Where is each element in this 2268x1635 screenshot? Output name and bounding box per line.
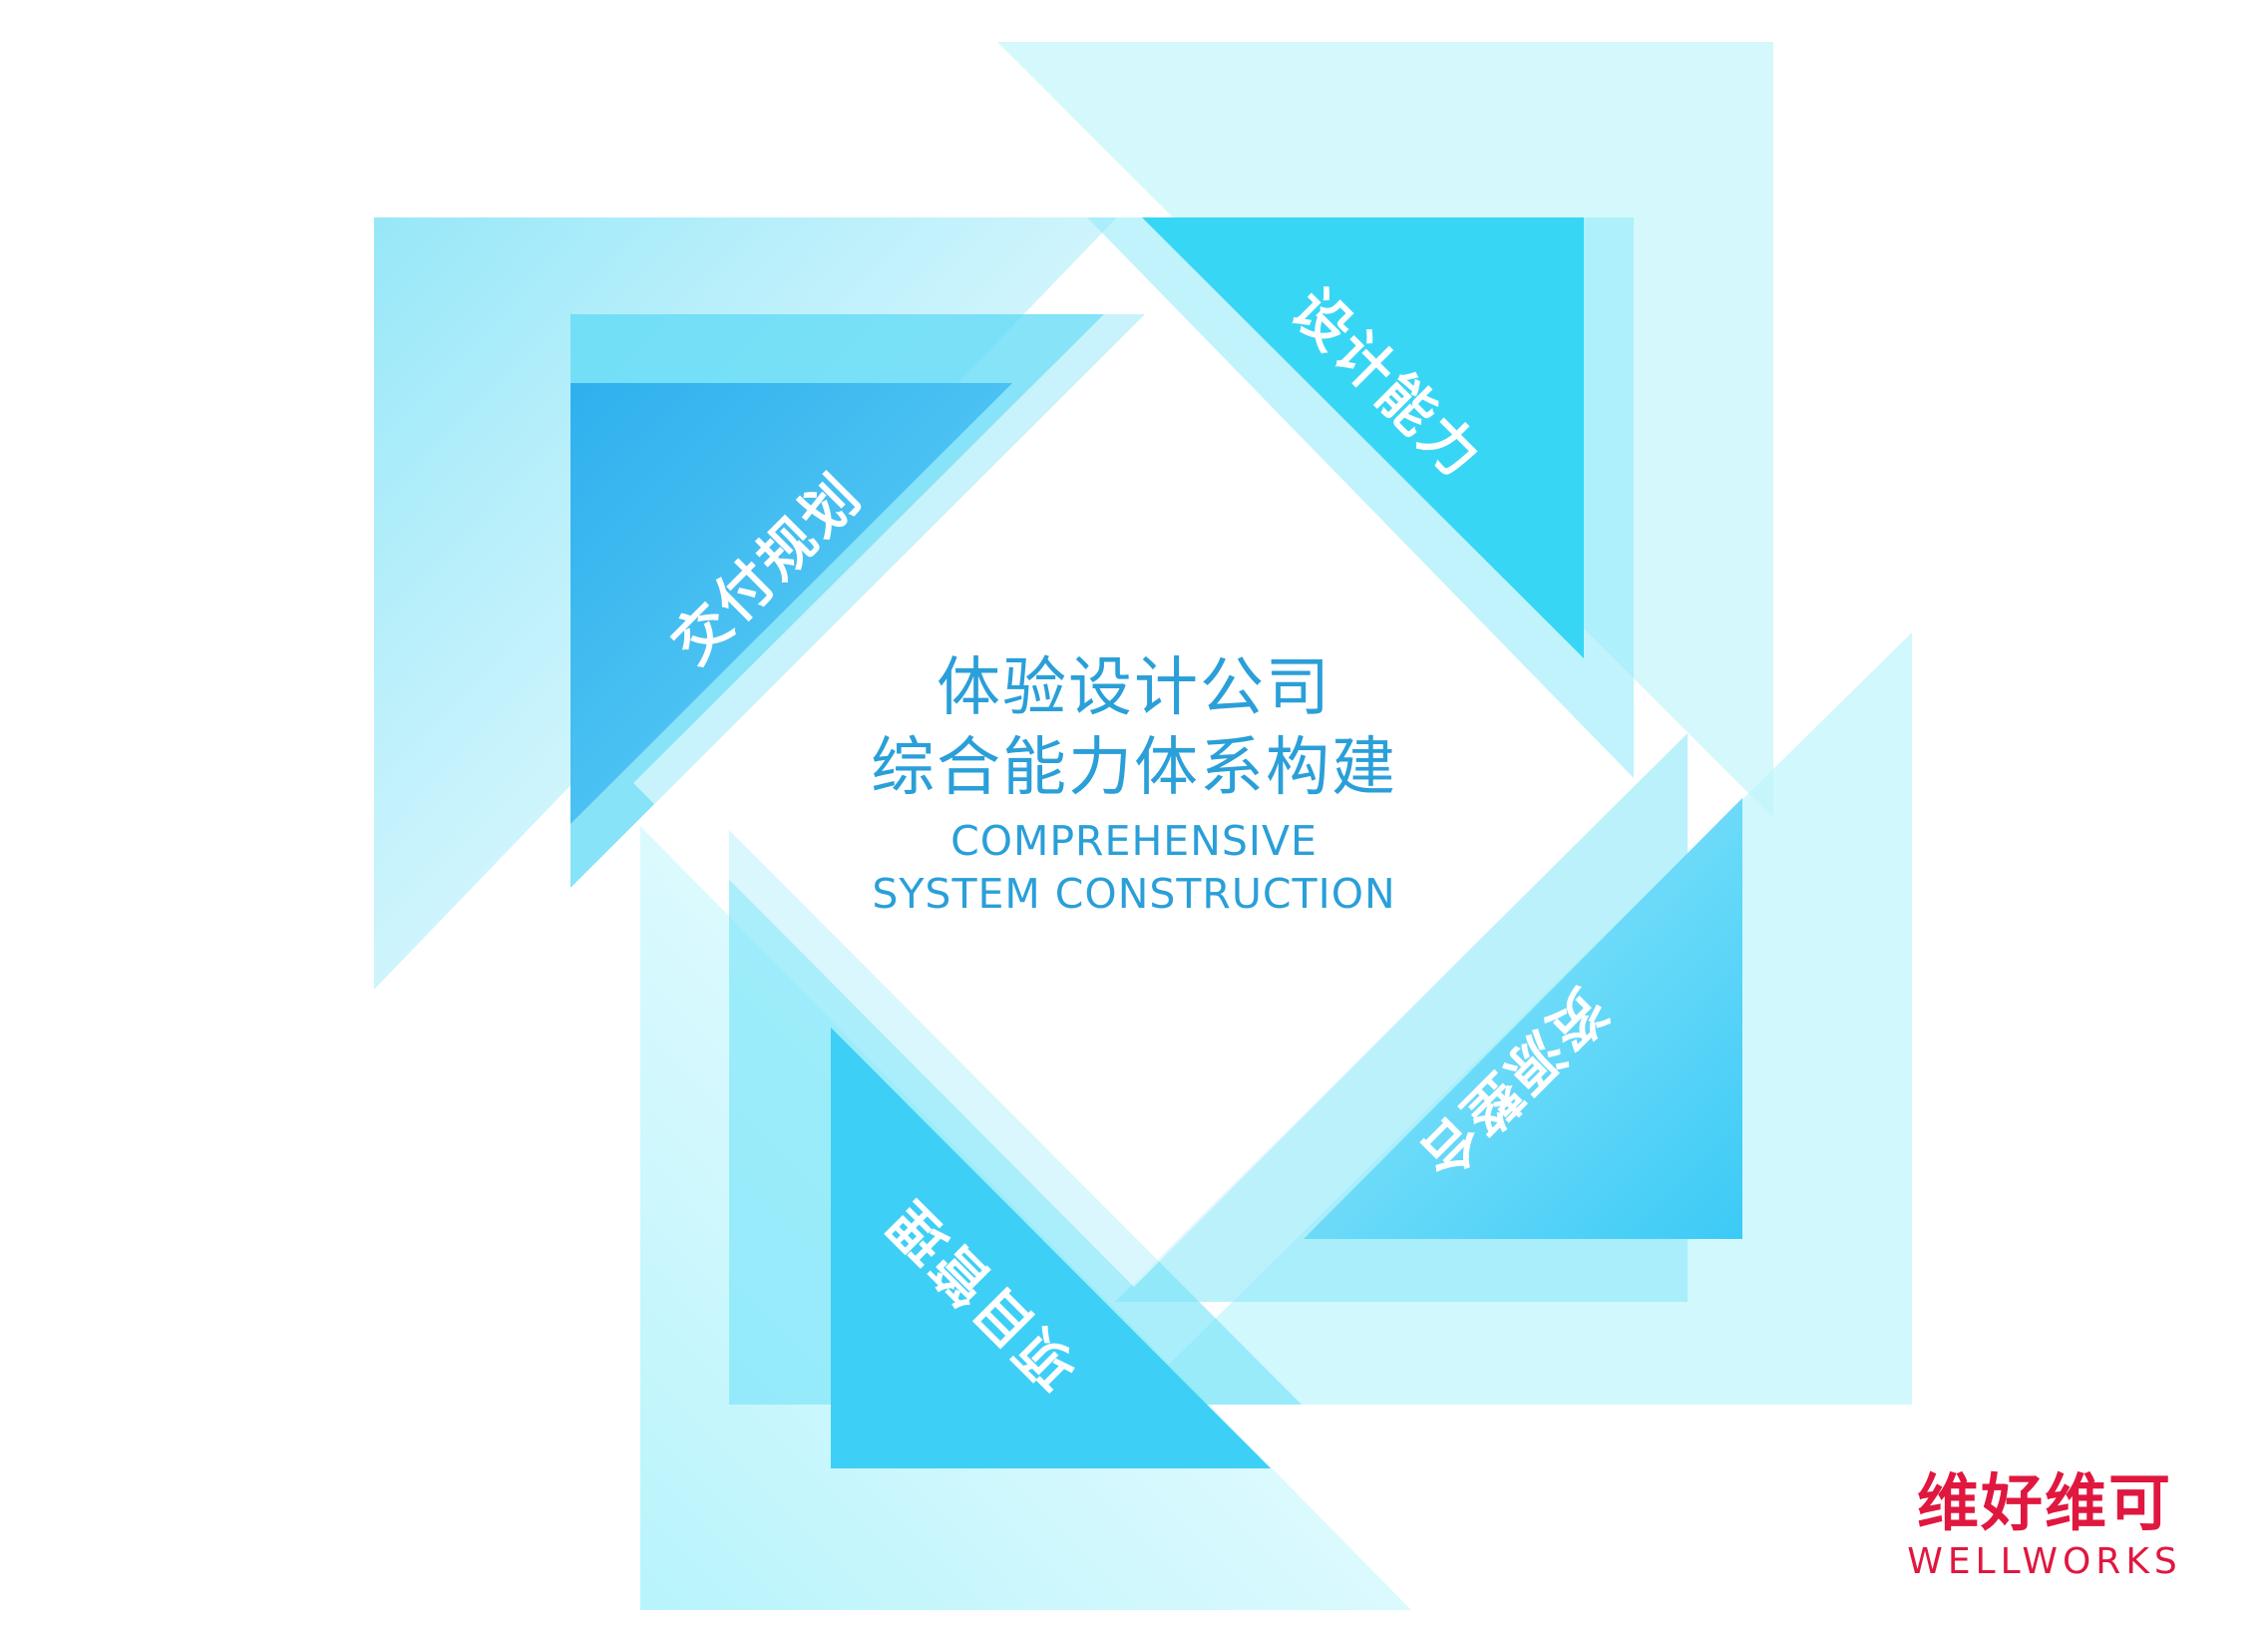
center-diamond xyxy=(633,284,1636,1287)
logo-chinese-text: 维好维可 xyxy=(1916,1466,2172,1539)
title-english-line-2: SYSTEM CONSTRUCTION xyxy=(872,870,1396,918)
title-english-line-1: COMPREHENSIVE xyxy=(950,817,1318,865)
segment-tl-inner xyxy=(570,383,1012,824)
segment-bl-inner xyxy=(831,1027,1271,1468)
segment-br-inner xyxy=(1304,798,1742,1239)
title-chinese-line-1: 体验设计公司 xyxy=(937,651,1331,725)
brand-logo: 维好维可 WELLWORKS xyxy=(1875,1466,2214,1584)
segment-tr-inner xyxy=(1142,217,1584,658)
title-chinese-line-2: 综合能力体系构建 xyxy=(871,731,1397,805)
logo-english-text: WELLWORKS xyxy=(1907,1541,2182,1582)
